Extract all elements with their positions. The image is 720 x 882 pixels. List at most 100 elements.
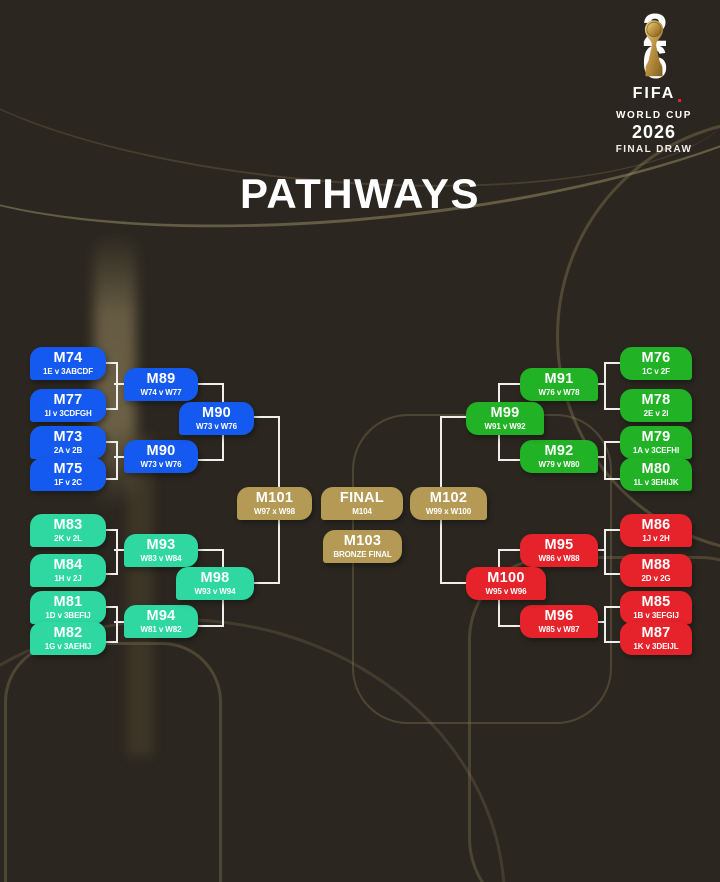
match-final: FINAL M104: [321, 487, 403, 520]
logo-world-cup: WORLD CUP: [615, 109, 693, 121]
match-code: M90: [201, 405, 232, 422]
match-teams: 1F v 2C: [54, 477, 82, 487]
page-title: PATHWAYS: [240, 170, 480, 217]
connector: [104, 606, 118, 643]
match-code: M95: [544, 537, 574, 554]
connector: [604, 362, 622, 410]
match-m101-semifinal: M101 W97 x W98: [237, 487, 312, 520]
match-teams: 1L v 3EHIJK: [633, 477, 679, 487]
match-m81: M81 1D v 3BEFIJ: [30, 591, 106, 624]
match-code: M79: [641, 429, 671, 446]
logo-final-draw: FINAL DRAW: [615, 143, 693, 155]
match-teams: W97 x W98: [254, 506, 295, 516]
match-code: M99: [490, 405, 520, 422]
match-code: M87: [641, 625, 671, 642]
match-teams: 2K v 2L: [54, 533, 82, 543]
match-m100-quarterfinal: M100 W95 v W96: [466, 567, 546, 600]
match-m73: M73 2A v 2B: [30, 426, 106, 459]
match-teams: 1D v 3BEFIJ: [45, 610, 91, 620]
match-teams: 1B v 3EFGIJ: [633, 610, 679, 620]
background-curve: [0, 618, 506, 882]
match-teams: 2A v 2B: [53, 445, 83, 455]
connector: [604, 529, 622, 575]
match-code: M83: [53, 517, 83, 534]
match-teams: 2E v 2I: [643, 408, 669, 418]
match-m89: M89 W74 v W77: [124, 368, 198, 401]
connector: [254, 416, 280, 418]
match-m98-quarterfinal: M98 W93 v W94: [176, 567, 254, 600]
match-teams: W99 x W100: [425, 506, 472, 516]
match-code: M98: [200, 570, 230, 587]
match-code: FINAL: [339, 490, 385, 507]
fifa-wc26-logo: 2 6 FIFA WORLD CUP: [610, 7, 698, 155]
match-code: M73: [53, 429, 83, 446]
match-m94: M94 W81 v W82: [124, 605, 198, 638]
match-teams: W93 v W94: [194, 586, 236, 596]
match-teams: 1G v 3AEHIJ: [44, 641, 92, 651]
match-m91: M91 W76 v W78: [520, 368, 598, 401]
match-code: M85: [641, 594, 671, 611]
match-code: M103: [343, 533, 382, 550]
match-teams: 1I v 3CDFGH: [44, 408, 92, 418]
match-teams: W91 v W92: [484, 421, 526, 431]
match-m92: M92 W79 v W80: [520, 440, 598, 473]
match-code: M80: [641, 461, 671, 478]
match-m74: M74 1E v 3ABCDF: [30, 347, 106, 380]
match-code: M78: [641, 392, 671, 409]
match-code: M90: [146, 443, 176, 460]
match-m102-semifinal: M102 W99 x W100: [410, 487, 487, 520]
match-teams: W83 v W84: [140, 553, 182, 563]
connector: [440, 582, 466, 584]
fifa-wordmark: FIFA: [633, 85, 682, 103]
match-m90-quarterfinal: M90 W73 v W76: [179, 402, 254, 435]
connector: [596, 456, 606, 458]
match-code: M96: [544, 608, 574, 625]
match-m96: M96 W85 v W87: [520, 605, 598, 638]
connector: [596, 549, 606, 551]
connector: [104, 529, 118, 575]
match-teams: 1J v 2H: [642, 533, 670, 543]
match-teams: W95 v W96: [485, 586, 527, 596]
match-m88: M88 2D v 2G: [620, 554, 692, 587]
match-code: M82: [53, 625, 83, 642]
match-teams: W79 v W80: [538, 459, 580, 469]
match-code: M81: [53, 594, 83, 611]
match-m95: M95 W86 v W88: [520, 534, 598, 567]
match-code: M84: [53, 557, 83, 574]
match-code: M101: [255, 490, 294, 507]
trademark-dot: [678, 98, 682, 102]
match-m77: M77 1I v 3CDFGH: [30, 389, 106, 422]
match-m99-quarterfinal: M99 W91 v W92: [466, 402, 544, 435]
match-code: M88: [641, 557, 671, 574]
connector: [604, 606, 622, 643]
match-teams: W73 v W76: [196, 421, 237, 431]
match-code: M77: [53, 392, 83, 409]
match-code: M89: [146, 371, 176, 388]
match-code: M93: [146, 537, 176, 554]
match-code: M86: [641, 517, 671, 534]
world-cup-trophy-icon: [641, 18, 667, 83]
match-m78: M78 2E v 2I: [620, 389, 692, 422]
connector: [114, 549, 126, 551]
match-m79: M79 1A v 3CEFHI: [620, 426, 692, 459]
connector: [278, 520, 280, 584]
connector: [114, 456, 126, 458]
match-m93: M93 W83 v W84: [124, 534, 198, 567]
connector: [604, 441, 622, 480]
match-m80: M80 1L v 3EHIJK: [620, 458, 692, 491]
match-teams: W74 v W77: [140, 387, 182, 397]
match-m76: M76 1C v 2F: [620, 347, 692, 380]
logo-year: 2026: [631, 121, 677, 142]
match-teams: 1K v 3DEIJL: [633, 641, 679, 651]
match-m103-bronze-final: M103 BRONZE FINAL: [323, 530, 402, 563]
match-code: M94: [146, 608, 176, 625]
background-band: [127, 436, 153, 756]
match-m86: M86 1J v 2H: [620, 514, 692, 547]
match-teams: 1H v 2J: [54, 573, 82, 583]
match-teams: M104: [352, 506, 372, 516]
match-m87: M87 1K v 3DEIJL: [620, 622, 692, 655]
connector: [104, 362, 118, 410]
match-teams: BRONZE FINAL: [333, 549, 392, 559]
match-code: M92: [544, 443, 574, 460]
